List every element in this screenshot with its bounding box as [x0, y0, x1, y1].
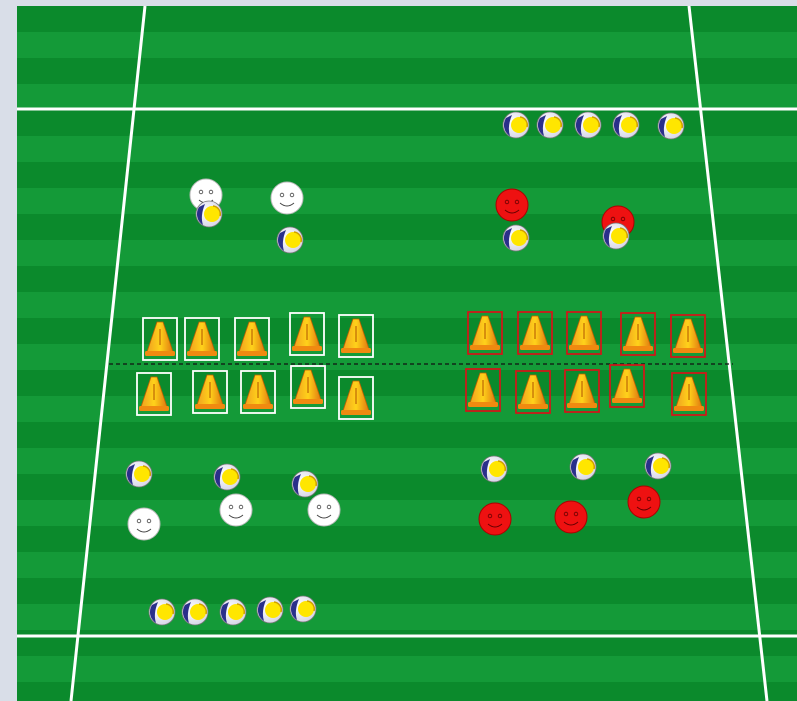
soccer-ball-icon	[481, 456, 507, 482]
red-smiley-player-icon	[479, 503, 511, 535]
soccer-ball-icon	[503, 112, 529, 138]
soccer-ball-icon	[575, 112, 601, 138]
grass-stripe	[17, 136, 797, 162]
grass-stripe	[17, 32, 797, 58]
grass-stripe	[17, 188, 797, 214]
red-smiley-player-icon	[496, 189, 528, 221]
training-pitch	[17, 6, 797, 701]
soccer-ball-icon	[214, 464, 240, 490]
grass-stripe	[17, 656, 797, 682]
grass-stripe	[17, 682, 797, 701]
soccer-ball-icon	[277, 227, 303, 253]
soccer-ball-icon	[603, 223, 629, 249]
red-smiley-player-icon	[555, 501, 587, 533]
grass-stripe	[17, 6, 797, 32]
grass-stripe	[17, 578, 797, 604]
grass-stripe	[17, 240, 797, 266]
smiley-player-icon	[220, 494, 252, 526]
soccer-ball-icon	[196, 201, 222, 227]
soccer-ball-icon	[257, 597, 283, 623]
pitch-diagram	[17, 6, 797, 701]
soccer-ball-icon	[182, 599, 208, 625]
soccer-ball-icon	[126, 461, 152, 487]
smiley-player-icon	[308, 494, 340, 526]
soccer-ball-icon	[658, 113, 684, 139]
soccer-ball-icon	[290, 596, 316, 622]
soccer-ball-icon	[503, 225, 529, 251]
soccer-ball-icon	[292, 471, 318, 497]
soccer-ball-icon	[570, 454, 596, 480]
grass-stripe	[17, 214, 797, 240]
grass-stripe	[17, 422, 797, 448]
smiley-player-icon	[128, 508, 160, 540]
soccer-ball-icon	[537, 112, 563, 138]
soccer-ball-icon	[220, 599, 246, 625]
soccer-ball-icon	[149, 599, 175, 625]
soccer-ball-icon	[613, 112, 639, 138]
grass-stripe	[17, 162, 797, 188]
grass-stripe	[17, 266, 797, 292]
grass-stripe	[17, 630, 797, 656]
grass-stripe	[17, 58, 797, 84]
red-smiley-player-icon	[628, 486, 660, 518]
smiley-player-icon	[271, 182, 303, 214]
soccer-ball-icon	[645, 453, 671, 479]
grass-stripe	[17, 604, 797, 630]
grass-stripe	[17, 552, 797, 578]
